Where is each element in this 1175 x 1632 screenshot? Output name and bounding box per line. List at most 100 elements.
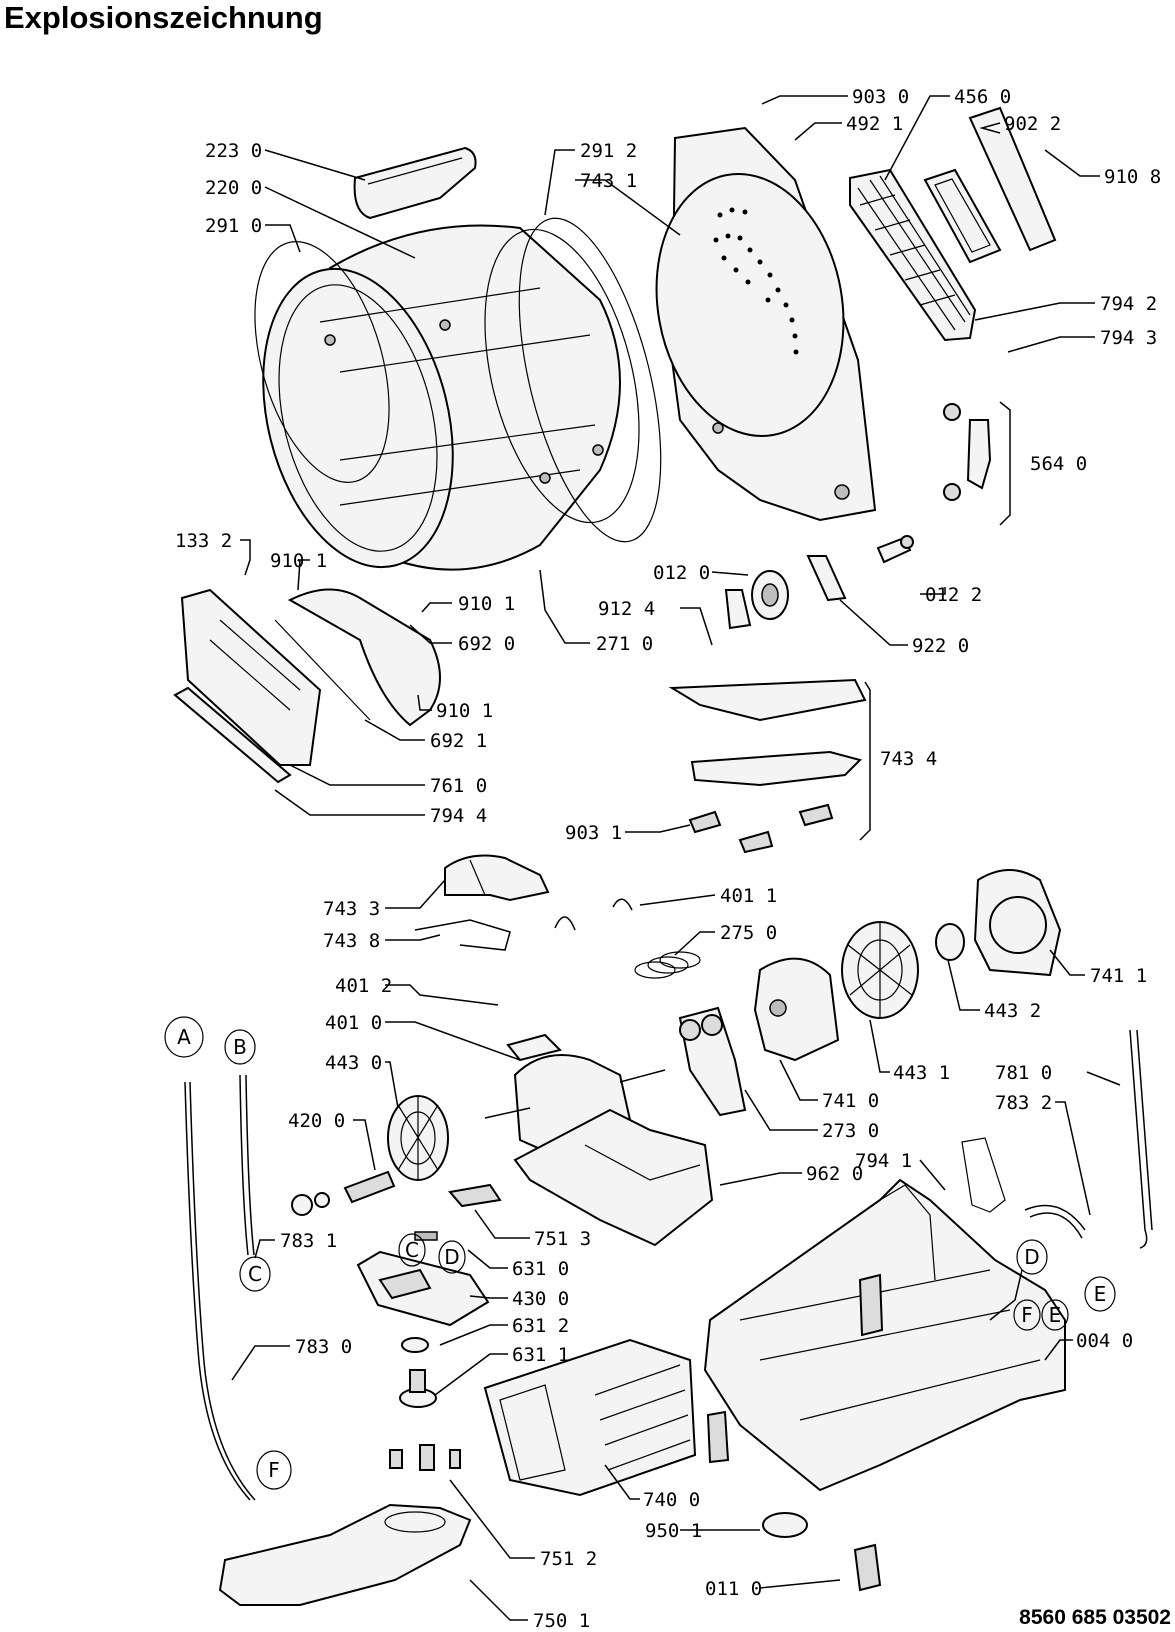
- fan-cover-part: [444, 854, 550, 902]
- part-label-011-0: 011 0: [705, 1578, 762, 1600]
- part-label-794-4: 794 4: [430, 805, 487, 827]
- door-seal-part: [274, 588, 441, 727]
- connector-marker-c2: C: [239, 1256, 271, 1292]
- leader-lines: [231, 95, 1121, 1621]
- drum-seal-part: [254, 217, 662, 543]
- part-label-783-2: 783 2: [995, 1092, 1052, 1114]
- part-label-912-4: 912 4: [598, 598, 655, 620]
- svg-text:E: E: [1049, 1303, 1062, 1327]
- part-label-133-2: 133 2: [175, 530, 232, 552]
- sensor-bracket-part: [448, 1183, 502, 1208]
- part-label-950-1: 950 1: [645, 1520, 702, 1542]
- motor-shield-part: [513, 1108, 714, 1247]
- hose-parts: [184, 1029, 1153, 1501]
- part-label-692-0: 692 0: [458, 633, 515, 655]
- part-label-922-0: 922 0: [912, 635, 969, 657]
- svg-text:A: A: [177, 1025, 191, 1049]
- svg-text:C: C: [248, 1262, 262, 1286]
- part-label-751-2: 751 2: [540, 1548, 597, 1570]
- drum-part: [262, 224, 640, 571]
- switch-set-part: [389, 1444, 461, 1471]
- part-label-273-0: 273 0: [822, 1120, 879, 1142]
- part-label-902-2: 902 2: [1004, 113, 1061, 135]
- part-label-910-1-c: 910 1: [436, 700, 493, 722]
- connector-marker-e1: E: [1084, 1276, 1116, 1312]
- part-label-430-0: 430 0: [512, 1288, 569, 1310]
- thermostat-part: [943, 403, 992, 501]
- svg-text:F: F: [1021, 1303, 1033, 1327]
- front-frame-part: [173, 588, 322, 784]
- fan-ring-part: [935, 923, 965, 961]
- part-label-783-0: 783 0: [295, 1336, 352, 1358]
- pump-part: [706, 1410, 882, 1592]
- part-label-420-0: 420 0: [288, 1110, 345, 1132]
- heater-gasket-part: [923, 168, 1002, 264]
- part-label-794-1: 794 1: [855, 1150, 912, 1172]
- page-title: Explosionszeichnung: [4, 0, 323, 35]
- part-label-740-0: 740 0: [643, 1489, 700, 1511]
- fan-wheel-part: [841, 921, 919, 1019]
- lifter-part: [353, 146, 477, 220]
- lower-plate-part: [218, 1503, 472, 1606]
- part-label-564-0: 564 0: [1030, 453, 1087, 475]
- control-module-part: [356, 1231, 490, 1327]
- part-label-291-2: 291 2: [580, 140, 637, 162]
- wire-bracket-part: [414, 919, 511, 951]
- motor-cover-part: [753, 957, 840, 1062]
- part-label-631-0: 631 0: [512, 1258, 569, 1280]
- part-label-741-0: 741 0: [822, 1090, 879, 1112]
- part-label-761-0: 761 0: [430, 775, 487, 797]
- part-label-750-1: 750 1: [533, 1610, 590, 1632]
- part-label-903-0: 903 0: [852, 86, 909, 108]
- part-label-910-1-b: 910 1: [458, 593, 515, 615]
- part-label-275-0: 275 0: [720, 922, 777, 944]
- part-label-783-1: 783 1: [280, 1230, 337, 1252]
- part-label-012-0: 012 0: [653, 562, 710, 584]
- blower-wheel-part: [387, 1095, 449, 1181]
- part-label-962-0: 962 0: [806, 1163, 863, 1185]
- part-label-492-1: 492 1: [846, 113, 903, 135]
- part-label-401-1: 401 1: [720, 885, 777, 907]
- part-label-291-0: 291 0: [205, 215, 262, 237]
- svg-text:D: D: [1024, 1245, 1039, 1269]
- part-label-012-2: 012 2: [925, 584, 982, 606]
- part-label-743-4: 743 4: [880, 748, 937, 770]
- air-duct-plate-part: [668, 678, 867, 854]
- part-label-910-8: 910 8: [1104, 166, 1161, 188]
- part-label-443-1: 443 1: [893, 1062, 950, 1084]
- heater-cover-part: [968, 106, 1057, 252]
- rear-panel-part: [655, 126, 877, 522]
- svg-text:E: E: [1094, 1282, 1107, 1306]
- part-label-220-0: 220 0: [205, 177, 262, 199]
- shaft-part: [291, 1170, 396, 1216]
- part-label-271-0: 271 0: [596, 633, 653, 655]
- part-label-456-0: 456 0: [954, 86, 1011, 108]
- svg-text:B: B: [233, 1035, 247, 1059]
- document-number: 8560 685 03502: [1019, 1606, 1171, 1629]
- part-label-910-1-a: 910 1: [270, 550, 327, 572]
- belt-tensioner-part: [678, 1006, 747, 1117]
- connector-marker-d1: D: [438, 1240, 466, 1274]
- part-label-631-1: 631 1: [512, 1344, 569, 1366]
- gasket-loop-part: [961, 1137, 1006, 1213]
- part-label-004-0: 004 0: [1076, 1330, 1133, 1352]
- fan-housing-part: [973, 869, 1062, 977]
- base-frame-part: [703, 1178, 1066, 1492]
- part-label-223-0: 223 0: [205, 140, 262, 162]
- connector-marker-f1: F: [256, 1450, 292, 1490]
- part-label-794-2: 794 2: [1100, 293, 1157, 315]
- connector-marker-d2: D: [1016, 1239, 1048, 1275]
- connector-marker-c1: C: [398, 1233, 426, 1267]
- part-label-743-3: 743 3: [323, 898, 380, 920]
- part-label-401-0: 401 0: [325, 1012, 382, 1034]
- drum-roller-part: [751, 535, 914, 620]
- part-label-741-1: 741 1: [1090, 965, 1147, 987]
- part-label-631-2: 631 2: [512, 1315, 569, 1337]
- connector-marker-a: A: [164, 1016, 204, 1058]
- condenser-part: [483, 1338, 697, 1497]
- part-label-751-3: 751 3: [534, 1228, 591, 1250]
- svg-text:D: D: [444, 1245, 459, 1269]
- part-label-401-2: 401 2: [335, 975, 392, 997]
- part-label-743-1: 743 1: [580, 170, 637, 192]
